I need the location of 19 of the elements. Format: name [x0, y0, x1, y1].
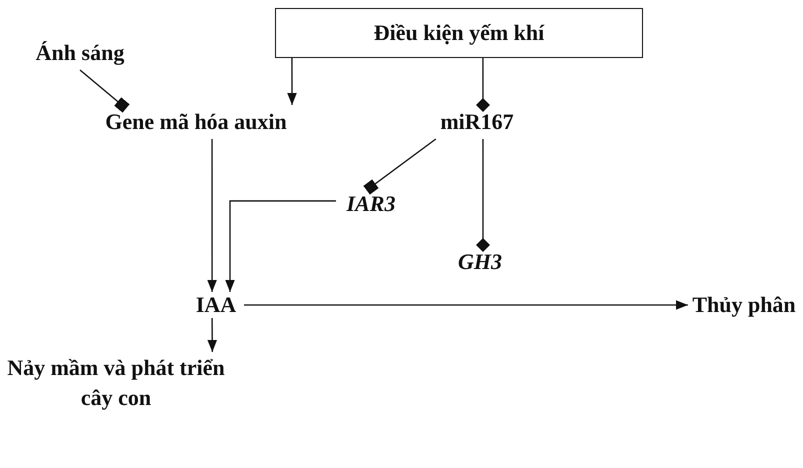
arrow	[287, 58, 297, 105]
inhibition-line	[363, 138, 436, 195]
inhibition-line	[80, 70, 130, 113]
node-label: IAR3	[346, 190, 396, 218]
node-label: Điều kiện yếm khí	[374, 19, 544, 47]
node-label: IAA	[196, 291, 236, 319]
arrow	[207, 318, 218, 352]
node-label: miR167	[440, 108, 514, 136]
arrow	[244, 300, 688, 310]
node-label: Gene mã hóa auxin	[105, 108, 287, 136]
node-label: Nảy mầm và phát triển cây con	[6, 354, 226, 412]
process-box	[275, 8, 643, 58]
inhibition-line	[476, 58, 490, 112]
node-label: Thủy phân	[692, 291, 796, 319]
node-label: GH3	[458, 248, 502, 276]
arrow	[225, 200, 336, 292]
arrow	[207, 139, 217, 292]
inhibition-line	[476, 139, 490, 252]
node-label: Ánh sáng	[36, 39, 124, 67]
